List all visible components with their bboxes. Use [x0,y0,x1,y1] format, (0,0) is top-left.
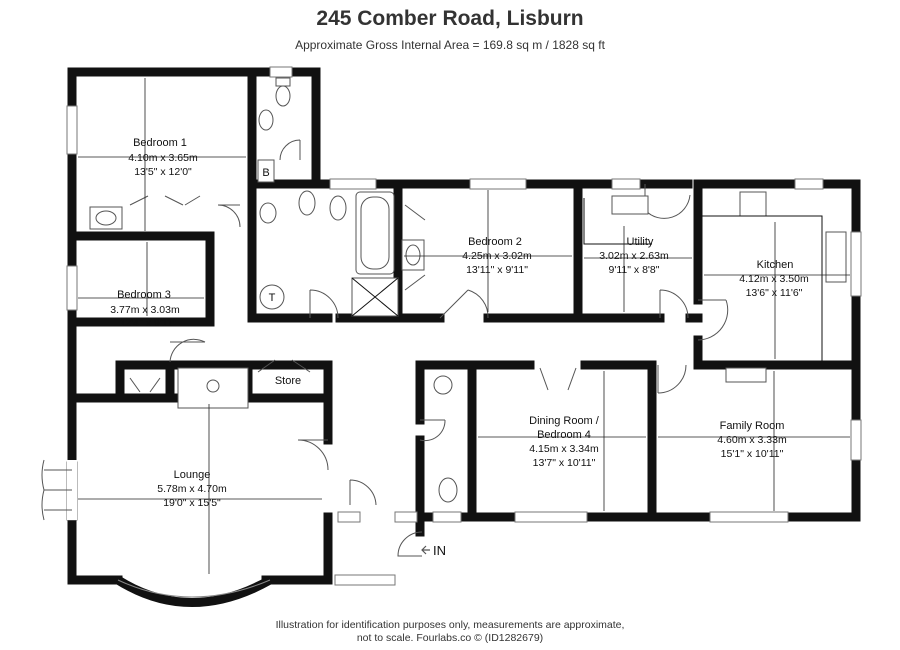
room-label-bedroom2: Bedroom 2 4.25m x 3.02m 13'11" x 9'11" [462,236,532,276]
page-title: 245 Comber Road, Lisburn [316,7,584,30]
svg-text:Lounge: Lounge [174,469,211,481]
svg-text:Kitchen: Kitchen [757,259,794,271]
svg-text:Bedroom 1: Bedroom 1 [133,137,187,149]
tank-label: T [269,292,276,304]
svg-text:Bedroom 4: Bedroom 4 [537,429,591,441]
store-label: Store [275,375,301,387]
entrance-marker: IN [421,543,446,558]
svg-text:4.10m x 3.65m: 4.10m x 3.65m [128,152,198,164]
svg-text:9'11" x 8'8": 9'11" x 8'8" [609,264,660,276]
disclaimer-line-1: Illustration for identification purposes… [275,619,625,631]
lounge-bay-window [115,576,273,607]
room-label-family: Family Room 4.60m x 3.33m 15'1" x 10'11" [717,420,787,460]
svg-text:3.02m x 2.63m: 3.02m x 2.63m [599,250,669,262]
doors [129,139,729,557]
room-label-dining: Dining Room / Bedroom 4 4.15m x 3.34m 13… [529,415,600,469]
svg-text:4.12m x 3.50m: 4.12m x 3.50m [739,273,809,285]
dimension-arrows [78,78,850,574]
gross-area-subtitle: Approximate Gross Internal Area = 169.8 … [295,38,605,52]
svg-text:12'4" x 9'11": 12'4" x 9'11" [120,317,177,329]
svg-text:13'5" x 12'0": 13'5" x 12'0" [134,166,192,178]
room-label-utility: Utility 3.02m x 2.63m 9'11" x 8'8" [599,236,669,276]
lounge-french-doors [41,459,77,521]
interior-walls [67,87,861,522]
svg-text:Dining Room /: Dining Room / [529,415,600,427]
fixtures [89,77,847,503]
room-label-bedroom3: Bedroom 3 3.77m x 3.03m 12'4" x 9'11" [110,289,180,329]
svg-text:Bedroom 2: Bedroom 2 [468,236,522,248]
disclaimer-line-2: not to scale. Fourlabs.co © (ID1282679) [356,632,544,644]
svg-text:4.15m x 3.34m: 4.15m x 3.34m [529,443,599,455]
svg-text:Family Room: Family Room [720,420,785,432]
svg-text:5.78m x 4.70m: 5.78m x 4.70m [157,483,227,495]
svg-text:15'1" x 10'11": 15'1" x 10'11" [721,448,784,460]
entrance-label: IN [433,543,446,558]
svg-text:19'0" x 15'5": 19'0" x 15'5" [163,497,221,509]
svg-text:Bedroom 3: Bedroom 3 [117,289,171,301]
room-label-bedroom1: Bedroom 1 4.10m x 3.65m 13'5" x 12'0" [128,137,198,178]
svg-text:4.25m x 3.02m: 4.25m x 3.02m [462,250,532,262]
svg-text:13'7" x 10'11": 13'7" x 10'11" [533,457,596,469]
svg-text:3.77m x 3.03m: 3.77m x 3.03m [110,304,180,316]
room-label-lounge: Lounge 5.78m x 4.70m 19'0" x 15'5" [157,469,227,509]
svg-text:13'11" x 9'11": 13'11" x 9'11" [466,264,528,276]
svg-text:Utility: Utility [627,236,654,248]
room-label-kitchen: Kitchen 4.12m x 3.50m 13'6" x 11'6" [739,259,809,299]
disclaimer-footer: Illustration for identification purposes… [0,619,900,645]
boiler-label: B [262,167,269,179]
svg-text:4.60m x 3.33m: 4.60m x 3.33m [717,434,787,446]
svg-text:13'6" x 11'6": 13'6" x 11'6" [746,287,803,299]
